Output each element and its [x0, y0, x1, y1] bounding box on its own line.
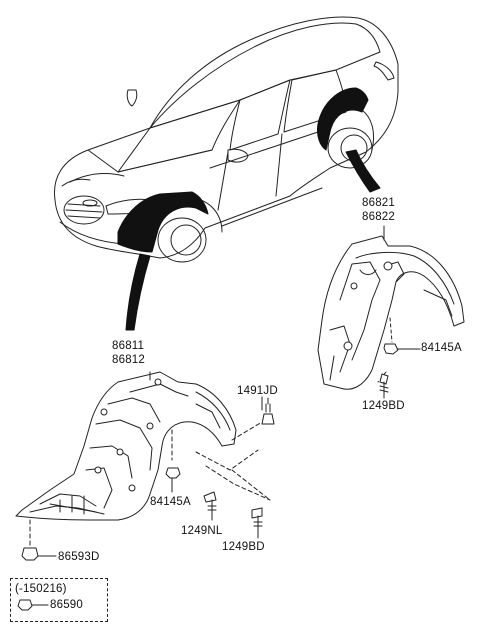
front-dashed-leaders: [29, 421, 271, 549]
variant-date-note: (-150216): [15, 583, 67, 595]
screw-icon: [203, 491, 217, 521]
part-number-1249nl: 1249NL: [181, 525, 223, 537]
part-number-84145a-rear: 84145A: [421, 342, 462, 354]
car-icon: [53, 16, 399, 263]
nut-icon: [165, 467, 181, 493]
part-number-86593d: 86593D: [58, 551, 100, 563]
front-leader: [125, 253, 151, 331]
bolt-icon: [21, 547, 57, 561]
front-wheel-guard-icon: [117, 191, 209, 253]
screw-icon: [251, 507, 263, 539]
screw-icon: [377, 371, 389, 399]
rear-leader: [345, 149, 381, 193]
part-number-86811: 86811: [112, 340, 145, 352]
part-number-86812: 86812: [112, 354, 145, 366]
bolt-icon: [17, 599, 49, 611]
nut-icon: [383, 317, 421, 355]
rear-wheel-guard-icon: [317, 87, 369, 151]
rear-wheel-guard-icon: [317, 235, 465, 390]
part-number-86821: 86821: [362, 197, 395, 209]
variant-note-box: [10, 578, 108, 622]
part-number-1249bd-front: 1249BD: [222, 541, 265, 553]
part-number-1491jd: 1491JD: [237, 385, 278, 397]
part-number-1249bd-rear: 1249BD: [362, 400, 405, 412]
part-number-86590: 86590: [50, 599, 83, 611]
clip-icon: [261, 397, 275, 425]
front-wheel-guard-icon: [15, 371, 237, 521]
part-number-84145a-front: 84145A: [150, 496, 191, 508]
part-number-86822: 86822: [362, 211, 395, 223]
